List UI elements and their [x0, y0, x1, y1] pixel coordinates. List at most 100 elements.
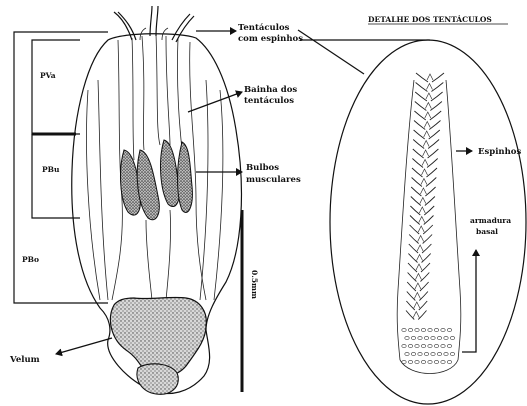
spine: [424, 122, 430, 128]
spine: [429, 121, 440, 130]
spine: [430, 102, 442, 111]
armature-plate: [408, 360, 412, 363]
spine: [407, 282, 416, 291]
spine: [425, 197, 435, 206]
pva-label: PVa: [40, 71, 56, 80]
armature-plate: [434, 344, 438, 347]
spine: [426, 178, 436, 187]
spine: [427, 74, 433, 80]
spine: [407, 292, 416, 301]
spine: [413, 149, 424, 158]
spine: [419, 217, 425, 223]
spine: [419, 301, 427, 310]
spine: [428, 140, 439, 149]
armature-plate: [434, 360, 438, 363]
bulb-2: [137, 150, 159, 220]
spine: [418, 226, 424, 232]
spine: [418, 236, 424, 242]
tentacles: [114, 6, 194, 42]
spine: [414, 293, 420, 299]
spine: [429, 130, 440, 139]
armature-plate: [441, 344, 445, 347]
spine: [432, 73, 444, 82]
spine: [415, 102, 427, 111]
armature-plate: [447, 328, 451, 331]
spine: [408, 263, 417, 272]
spine: [414, 302, 420, 308]
sheath-label-line2: tentáculos: [244, 95, 294, 106]
spine: [423, 225, 433, 234]
spine: [423, 235, 432, 244]
armature-plate: [431, 336, 435, 339]
tentacles-label-line1: Tentáculos: [238, 22, 290, 33]
spine: [419, 292, 428, 301]
armature-plate: [437, 352, 441, 355]
bulb-3: [161, 140, 180, 207]
spine: [414, 130, 425, 139]
spine: [431, 92, 443, 101]
spine: [425, 112, 431, 118]
armature-plate: [447, 360, 451, 363]
armature-label-line1: armadura: [470, 216, 511, 225]
spine: [415, 274, 421, 280]
spine: [409, 244, 418, 253]
spine: [406, 311, 414, 320]
spine: [412, 178, 422, 187]
tentacles-label-line2: com espinhos: [238, 34, 303, 44]
spine: [411, 197, 421, 206]
spines-label: Espinhos: [478, 147, 521, 157]
armature-plate: [447, 344, 451, 347]
armature-plate: [415, 360, 419, 363]
spine: [424, 131, 430, 137]
armature-plate: [450, 352, 454, 355]
spine: [421, 263, 430, 272]
spine: [423, 141, 429, 147]
armature-plate: [418, 336, 422, 339]
spine: [416, 83, 428, 92]
spine: [427, 168, 438, 177]
spine: [413, 312, 419, 318]
spine: [409, 235, 418, 244]
spine: [408, 273, 417, 282]
sheath-label-line1: Bainha dos: [244, 85, 297, 95]
spine: [416, 73, 428, 82]
armature-plate: [411, 336, 415, 339]
tentacle-detail: DETALHE DOS TENTÁCULOS: [330, 15, 526, 404]
spine: [410, 225, 420, 234]
spine: [425, 187, 435, 196]
spine: [414, 111, 425, 120]
spine: [412, 168, 423, 177]
armature-plate: [411, 352, 415, 355]
spine: [422, 169, 428, 175]
armature-plate: [444, 352, 448, 355]
spine: [417, 245, 423, 251]
spine: [408, 254, 417, 263]
spine: [426, 84, 432, 90]
pbo-label: PBo: [22, 255, 39, 264]
armature-plate: [431, 352, 435, 355]
bulbs-label-line1: Bulbos: [246, 163, 279, 173]
armature-plate: [415, 328, 419, 331]
armature-arrow: [462, 250, 476, 352]
armature-plate: [421, 360, 425, 363]
detail-connector-upper: [298, 30, 364, 74]
armature-plate: [424, 336, 428, 339]
scale-label: 0.5mm: [250, 270, 259, 299]
spine: [415, 283, 421, 289]
spine: [424, 216, 434, 225]
bulbs-label-line2: musculares: [246, 175, 301, 185]
spine: [411, 187, 421, 196]
spine: [410, 206, 420, 215]
spine: [420, 282, 429, 291]
armature-plate: [402, 328, 406, 331]
armature-plate: [450, 336, 454, 339]
armature-plate: [441, 328, 445, 331]
armature-plate: [424, 352, 428, 355]
bulb-4: [178, 142, 193, 213]
pva-bracket: [32, 40, 80, 134]
armature-plate: [434, 328, 438, 331]
armature-plate: [418, 352, 422, 355]
spine: [420, 273, 429, 282]
armature-label-line2: basal: [476, 227, 498, 236]
